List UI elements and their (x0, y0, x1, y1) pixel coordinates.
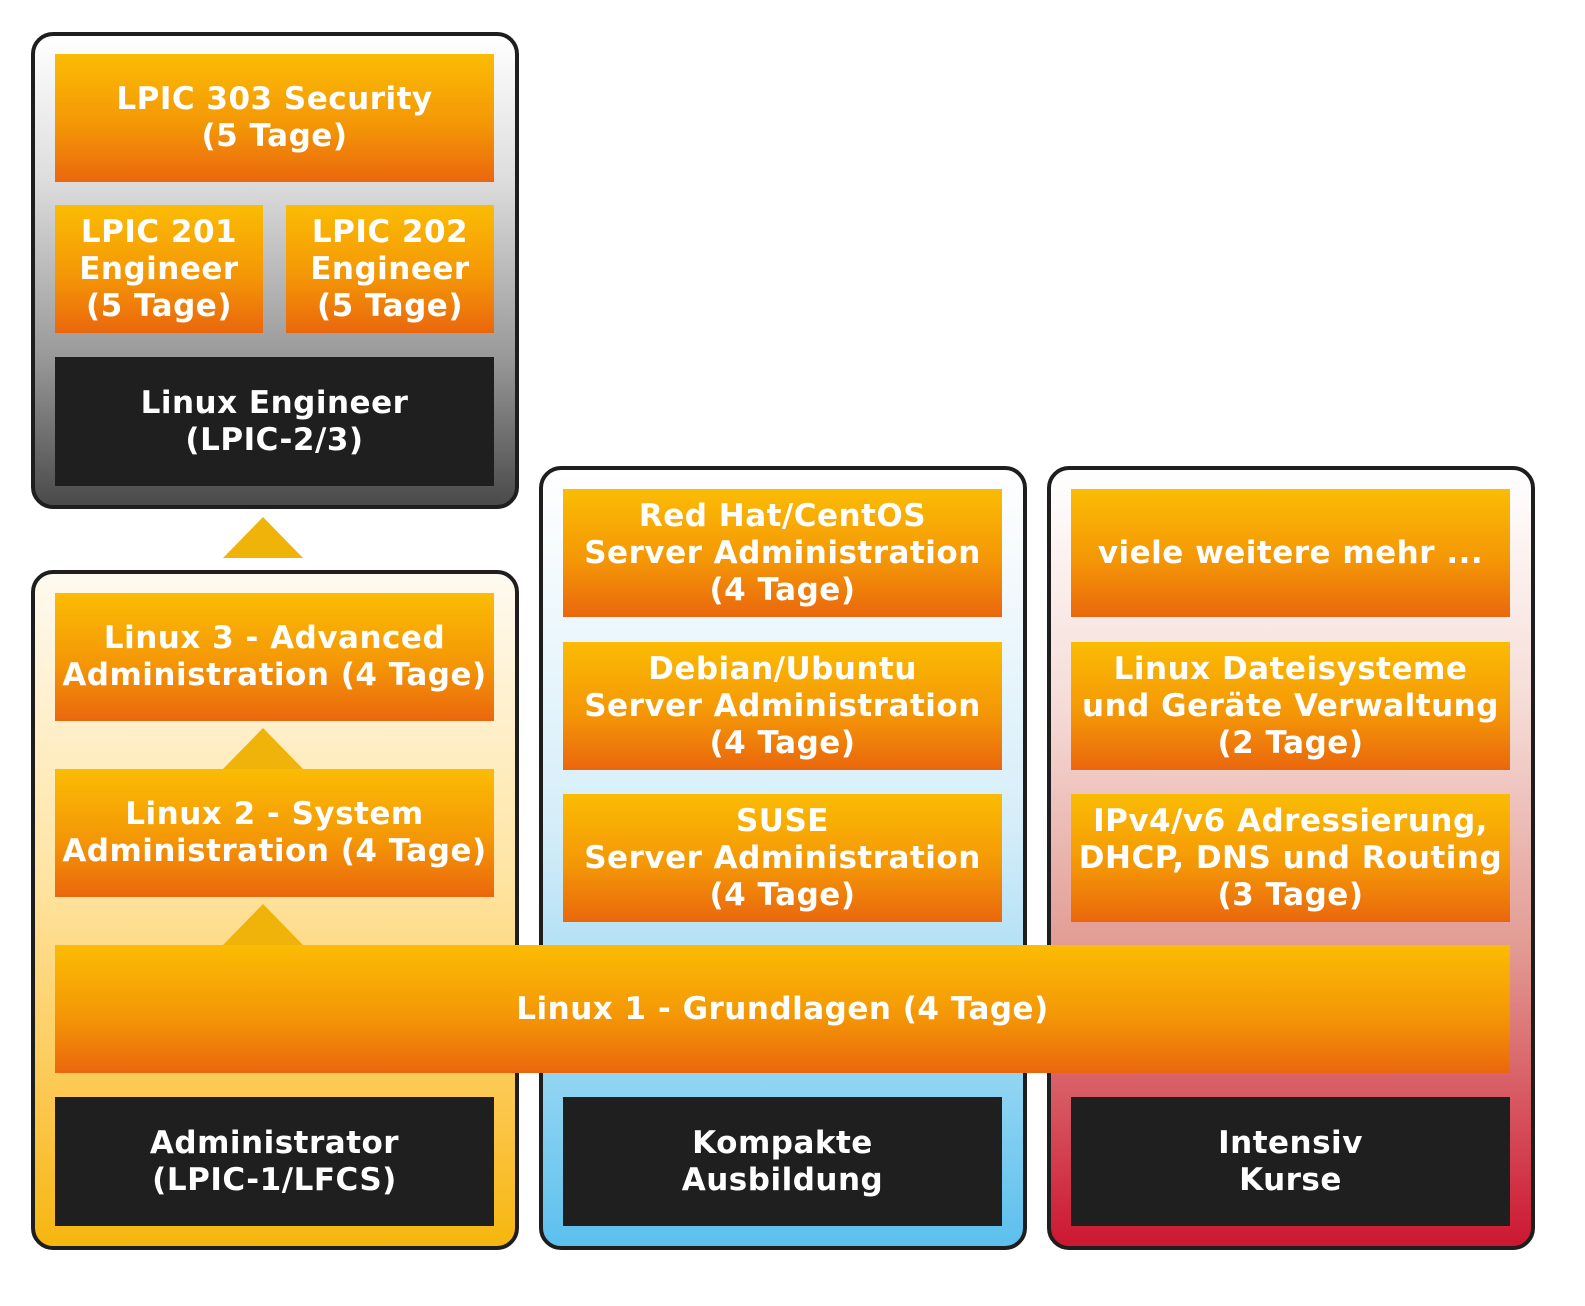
debian-ubuntu-box: Debian/Ubuntu Server Administration (4 T… (563, 642, 1002, 770)
box-line: DHCP, DNS und Routing (1078, 839, 1503, 876)
box-line: Linux 3 - Advanced (103, 620, 446, 656)
box-line: Linux 1 - Grundlagen (4 Tage) (516, 990, 1049, 1027)
box-line: Server Administration (584, 839, 981, 876)
box-line: Ausbildung (681, 1161, 884, 1198)
linux-3-advanced-box: Linux 3 - Advanced Administration (4 Tag… (55, 593, 494, 721)
box-line: (5 Tage) (317, 287, 463, 324)
box-line: (LPIC-2/3) (185, 421, 364, 458)
box-line: Administration (4 Tage) (62, 657, 487, 693)
box-line: (2 Tage) (1217, 724, 1364, 761)
box-line: (4 Tage) (709, 876, 856, 913)
box-line: LPIC 202 (311, 213, 469, 250)
up-arrow-icon (223, 728, 303, 769)
box-line: Engineer (310, 250, 470, 287)
box-line: LPIC 201 (80, 213, 238, 250)
redhat-centos-box: Red Hat/CentOS Server Administration (4 … (563, 489, 1002, 617)
box-line: und Geräte Verwaltung (1082, 687, 1499, 724)
box-line: (4 Tage) (709, 571, 856, 608)
box-line: Server Administration (584, 534, 981, 571)
box-line: Administrator (149, 1124, 400, 1161)
linux-2-system-box: Linux 2 - System Administration (4 Tage) (55, 769, 494, 897)
compact-training-label: Kompakte Ausbildung (563, 1097, 1002, 1226)
lpic-201-engineer-box: LPIC 201 Engineer (5 Tage) (55, 205, 263, 333)
up-arrow-icon (223, 904, 303, 945)
ip-addressing-box: IPv4/v6 Adressierung, DHCP, DNS und Rout… (1071, 794, 1510, 922)
linux-1-foundation-bar: Linux 1 - Grundlagen (4 Tage) (55, 945, 1510, 1073)
box-line: (3 Tage) (1217, 876, 1364, 913)
box-line: (LPIC-1/LFCS) (152, 1161, 397, 1198)
box-line: Kompakte (692, 1124, 873, 1161)
filesystems-devices-box: Linux Dateisysteme und Geräte Verwaltung… (1071, 642, 1510, 770)
box-line: (5 Tage) (86, 287, 232, 324)
intensive-courses-label: Intensiv Kurse (1071, 1097, 1510, 1226)
suse-box: SUSE Server Administration (4 Tage) (563, 794, 1002, 922)
box-line: Intensiv (1218, 1124, 1363, 1161)
box-line: Linux Dateisysteme (1113, 650, 1468, 687)
box-line: Linux 2 - System (125, 796, 424, 832)
administrator-label: Administrator (LPIC-1/LFCS) (55, 1097, 494, 1226)
box-line: Kurse (1239, 1161, 1342, 1198)
box-line: Administration (4 Tage) (62, 833, 487, 869)
box-line: (4 Tage) (709, 724, 856, 761)
lpic-303-security-box: LPIC 303 Security (5 Tage) (55, 54, 494, 182)
box-line: Red Hat/CentOS (638, 497, 927, 534)
box-line: viele weitere mehr ... (1097, 534, 1484, 571)
box-line: Debian/Ubuntu (648, 650, 917, 687)
many-more-box: viele weitere mehr ... (1071, 489, 1510, 617)
box-line: Engineer (79, 250, 239, 287)
up-arrow-icon (223, 517, 303, 558)
box-line: IPv4/v6 Adressierung, (1093, 802, 1488, 839)
box-line: (5 Tage) (201, 118, 348, 154)
box-line: SUSE (735, 802, 829, 839)
box-line: Linux Engineer (140, 384, 409, 421)
box-line: LPIC 303 Security (116, 81, 433, 117)
lpic-202-engineer-box: LPIC 202 Engineer (5 Tage) (286, 205, 494, 333)
linux-engineer-label: Linux Engineer (LPIC-2/3) (55, 357, 494, 486)
box-line: Server Administration (584, 687, 981, 724)
